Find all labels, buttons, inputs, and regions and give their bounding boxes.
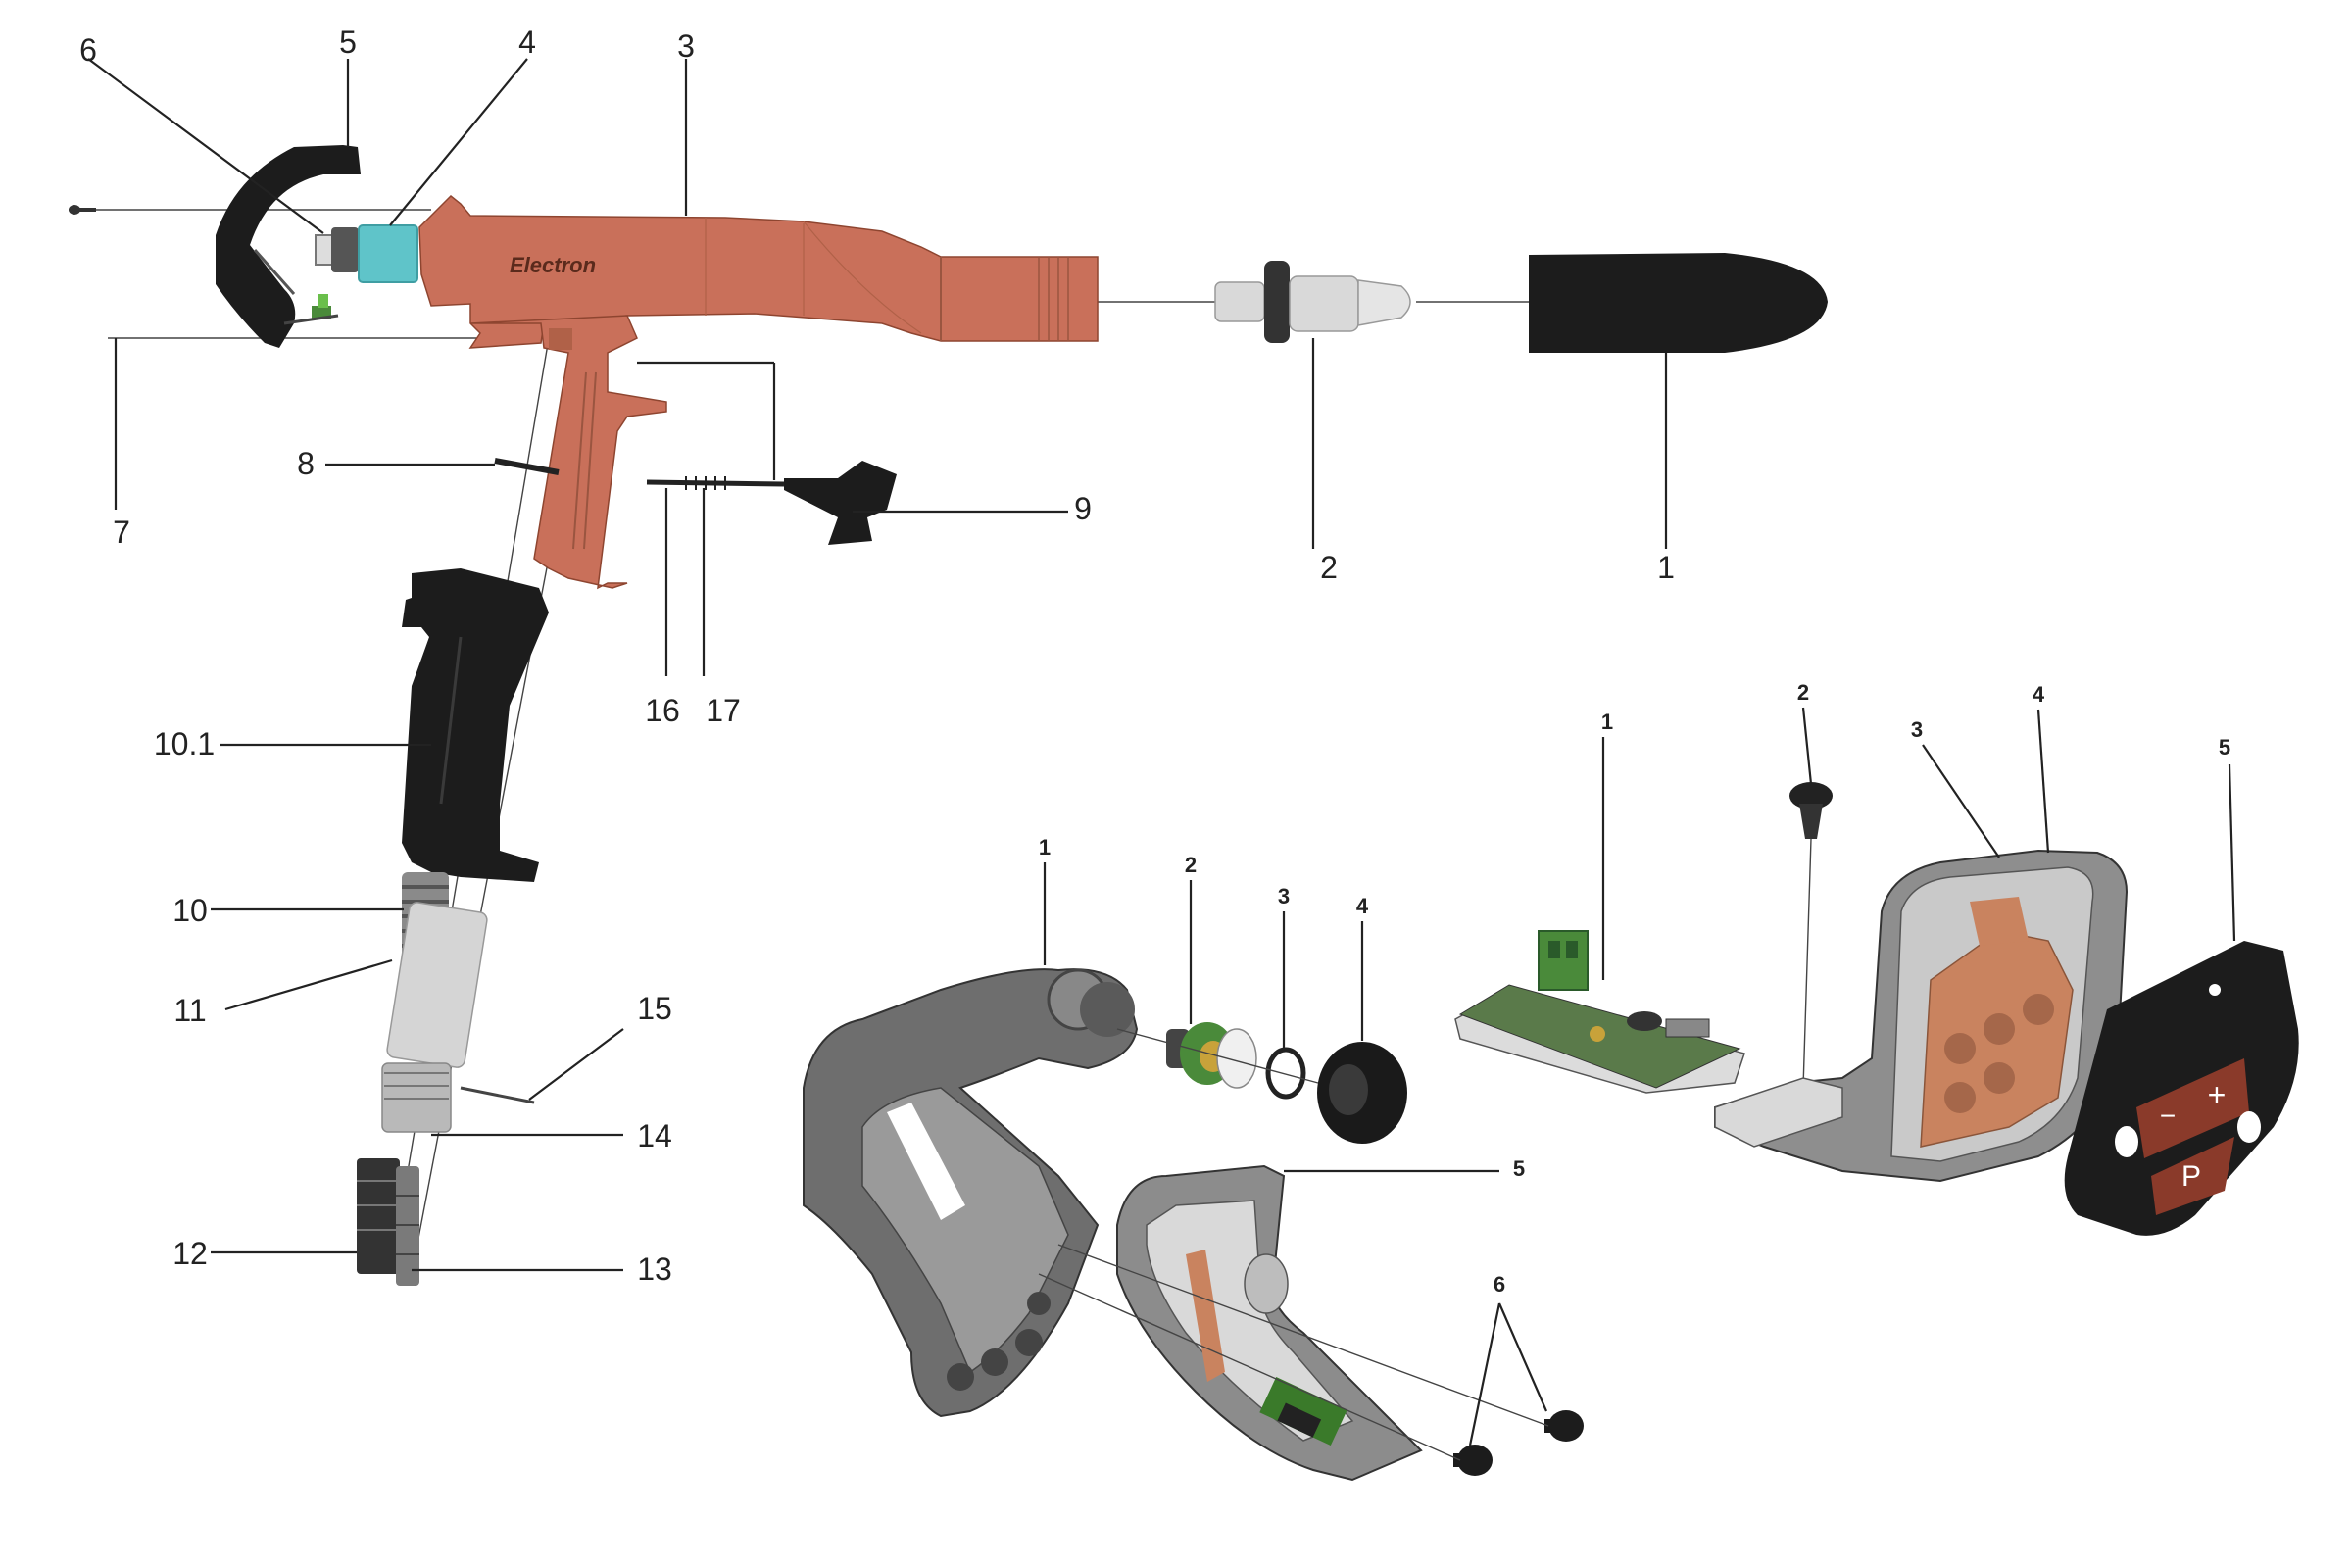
o-ring-part-3 — [1265, 1047, 1306, 1100]
label-16: 16 — [645, 693, 680, 728]
screw-part-2 — [1789, 782, 1833, 1089]
handle-label-6: 6 — [1494, 1272, 1505, 1297]
label-10: 10 — [172, 893, 208, 928]
label-5: 5 — [339, 24, 357, 60]
label-1: 1 — [1657, 550, 1675, 585]
hook-part-5 — [216, 145, 361, 348]
pin-part-15 — [460, 1086, 535, 1104]
cyan-part-4 — [358, 224, 418, 283]
keypad-plus-key: + — [2208, 1077, 2227, 1112]
handle-assembly: 1 2 3 4 5 6 — [803, 835, 1584, 1482]
connector-part-12 — [357, 1158, 400, 1274]
keypad-p-key: P — [2181, 1160, 2201, 1193]
pcb-label-4: 4 — [2033, 682, 2045, 707]
label-15: 15 — [637, 991, 672, 1026]
pcb-label-3: 3 — [1911, 717, 1923, 742]
label-7: 7 — [113, 514, 130, 550]
pin-part-8 — [494, 458, 560, 475]
handle-label-4: 4 — [1356, 894, 1369, 918]
pcb-part-1 — [1454, 930, 1745, 1094]
spray-gun-assembly: Electron — [69, 24, 1828, 1287]
keypad-minus-key: − — [2160, 1101, 2176, 1131]
label-4: 4 — [518, 24, 536, 60]
handle-label-5: 5 — [1513, 1156, 1525, 1181]
screw-part-6a — [1544, 1410, 1584, 1442]
label-11: 11 — [173, 993, 206, 1028]
label-13: 13 — [637, 1251, 672, 1287]
keypad-assembly: − + P 1 2 3 4 5 — [1454, 680, 2299, 1236]
pcb-label-1: 1 — [1601, 710, 1613, 734]
handle-label-3: 3 — [1278, 884, 1290, 908]
label-17: 17 — [706, 693, 741, 728]
label-9: 9 — [1074, 491, 1092, 526]
keypad-overlay-part-5: − + P — [2064, 941, 2299, 1236]
valve-part-2 — [1166, 1022, 1257, 1089]
nozzle-part-2 — [1214, 261, 1411, 343]
handle-label-1: 1 — [1039, 835, 1051, 859]
gun-grip — [469, 315, 667, 590]
brand-logo-text: Electron — [510, 253, 596, 277]
label-8: 8 — [297, 446, 315, 481]
label-6: 6 — [79, 32, 97, 68]
label-14: 14 — [637, 1118, 672, 1153]
connector-part-13 — [396, 1166, 419, 1286]
label-3: 3 — [677, 28, 695, 64]
trigger-part-9 — [784, 461, 897, 545]
pcb-label-2: 2 — [1797, 680, 1809, 705]
handle-part-10-1 — [402, 568, 549, 882]
screw-part — [69, 205, 96, 215]
label-10-1: 10.1 — [154, 726, 215, 761]
label-2: 2 — [1320, 550, 1338, 585]
nozzle-cover-part-1 — [1529, 253, 1828, 353]
tube-part-14 — [381, 902, 488, 1133]
pcb-label-5: 5 — [2219, 735, 2230, 760]
screw-part-6b — [1453, 1445, 1493, 1476]
handle-label-2: 2 — [1185, 853, 1197, 877]
nut-part-4 — [1317, 1042, 1407, 1144]
label-12: 12 — [172, 1236, 208, 1271]
